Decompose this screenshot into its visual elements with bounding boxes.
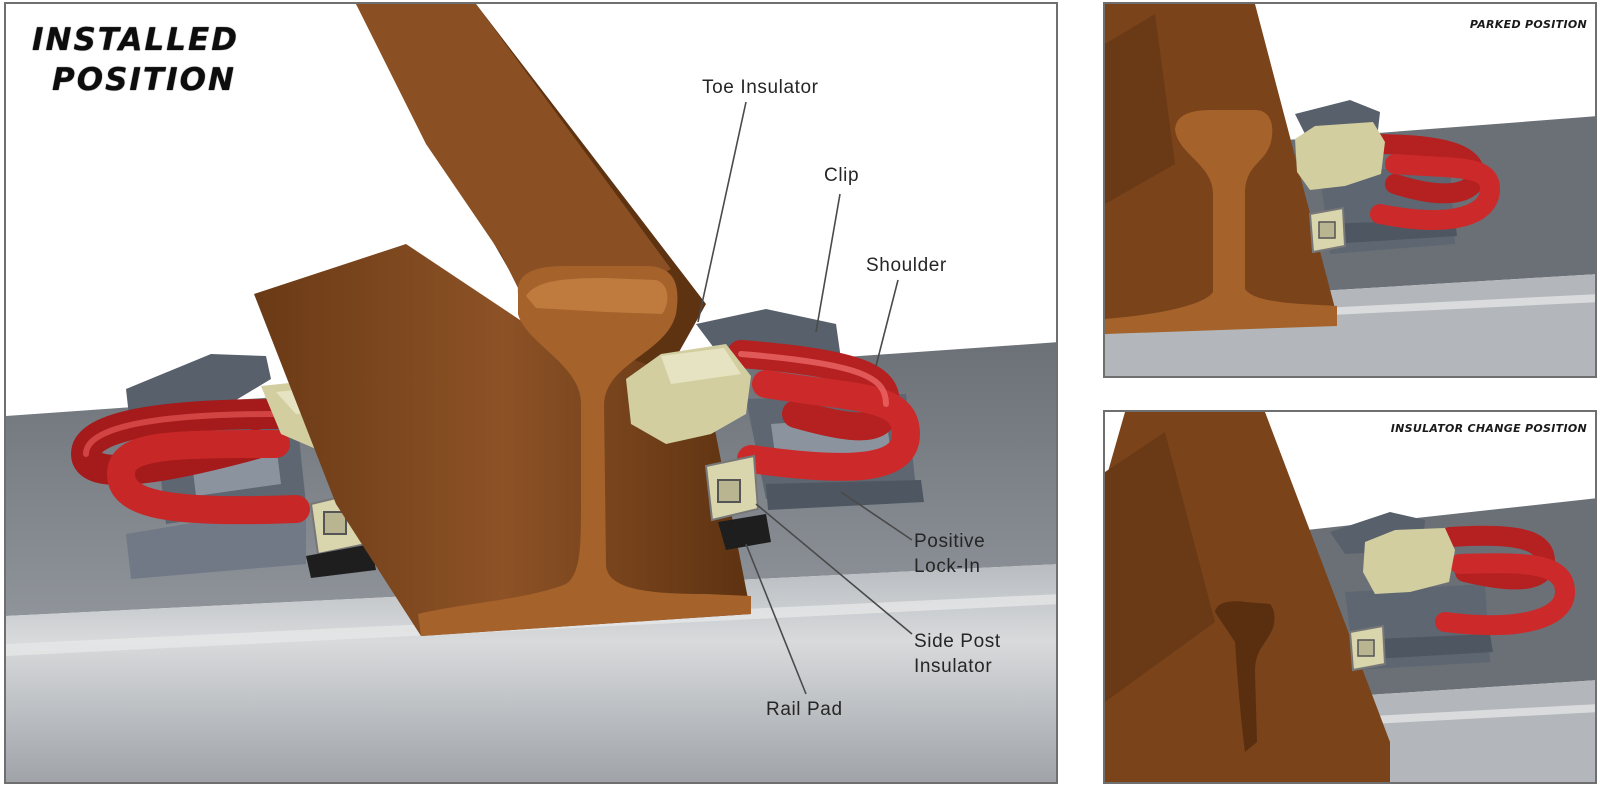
insulator-change-position-panel: INSULATOR CHANGE POSITION	[1103, 410, 1597, 784]
label-side-post-insulator-line2: Insulator	[914, 655, 993, 677]
insulator-change-illustration	[1105, 412, 1595, 782]
label-side-post-insulator: Side Post Insulator	[914, 630, 1001, 679]
leader-clip	[815, 193, 841, 333]
leader-toe-insulator	[697, 101, 747, 323]
label-positive-lock-in-line1: Positive	[914, 531, 986, 552]
insulator-change-title: INSULATOR CHANGE POSITION	[1390, 422, 1587, 435]
installed-title-line2: POSITION	[52, 62, 236, 98]
label-clip: Clip	[824, 165, 860, 186]
leader-side-post-insulator	[755, 503, 913, 635]
rail	[254, 4, 751, 636]
parked-illustration	[1105, 4, 1595, 376]
leader-shoulder	[875, 279, 899, 367]
label-positive-lock-in: Positive Lock-In	[914, 530, 985, 579]
leader-rail-pad	[745, 543, 807, 695]
label-shoulder: Shoulder	[866, 255, 947, 276]
label-positive-lock-in-line2: Lock-In	[914, 555, 981, 577]
leader-positive-lock-in	[840, 491, 913, 541]
label-rail-pad: Rail Pad	[766, 699, 843, 720]
right-fastening	[626, 309, 924, 550]
installed-title-line1: INSTALLED	[32, 22, 239, 58]
installed-position-panel: INSTALLED POSITION Toe Insulator Clip Sh…	[4, 2, 1058, 784]
label-side-post-insulator-line1: Side Post	[914, 631, 1001, 652]
callout-leader-lines	[697, 101, 913, 695]
installed-illustration	[6, 4, 1056, 782]
parked-position-panel: PARKED POSITION	[1103, 2, 1597, 378]
parked-title: PARKED POSITION	[1469, 18, 1587, 31]
label-toe-insulator: Toe Insulator	[702, 77, 819, 98]
